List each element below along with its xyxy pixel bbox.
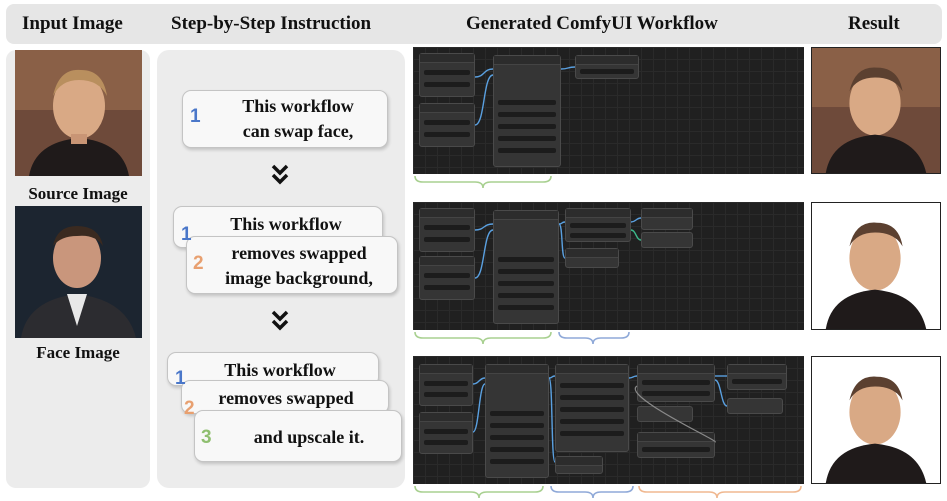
workflow-node [419, 412, 473, 454]
workflow-node [555, 456, 603, 474]
result-image-3 [811, 356, 941, 484]
step1-card [182, 90, 388, 148]
workflow-node [641, 208, 693, 230]
source-image-caption: Source Image [28, 184, 128, 203]
workflow-canvas-1 [413, 47, 804, 174]
step2-card-front [186, 236, 398, 294]
step3-number-1: 1 [175, 368, 186, 389]
workflow-node [727, 398, 783, 414]
header-result: Result [848, 13, 900, 34]
step3-line1: This workflow [224, 360, 336, 380]
brace-green [414, 175, 552, 189]
workflow-node [637, 432, 715, 458]
header-input-image: Input Image [22, 13, 123, 34]
workflow-node [493, 210, 559, 324]
step2-line3: image background, [225, 268, 373, 288]
result-image-2 [811, 202, 941, 330]
step2-number-1: 1 [181, 224, 192, 245]
workflow-canvas-3 [413, 356, 804, 484]
result-image-1 [811, 47, 941, 174]
workflow-node [565, 248, 619, 268]
workflow-node [555, 364, 629, 452]
workflow-node [637, 364, 715, 402]
step2-line1: This workflow [230, 214, 342, 234]
workflow-node [419, 53, 475, 97]
step3-line2: removes swapped [218, 388, 354, 408]
workflow-node [641, 232, 693, 248]
brace-green-blue-orange [414, 485, 802, 499]
step3-number-3: 3 [201, 427, 212, 448]
step2-number-2: 2 [193, 253, 204, 274]
brace-green-blue [414, 331, 630, 345]
header-bar [6, 4, 942, 44]
down-chevron-icon [271, 310, 289, 331]
workflow-node [727, 364, 787, 390]
workflow-canvas-2 [413, 202, 804, 330]
workflow-node [419, 256, 475, 300]
step3-card-front [194, 410, 402, 462]
workflow-node [493, 55, 561, 167]
header-workflow: Generated ComfyUI Workflow [466, 13, 718, 34]
step1-line1: This workflow [242, 96, 354, 116]
workflow-node [419, 103, 475, 147]
down-chevron-icon [271, 164, 289, 185]
step3-number-2: 2 [184, 398, 195, 419]
workflow-node [565, 208, 631, 242]
workflow-node [419, 208, 475, 252]
step1-number: 1 [190, 106, 201, 127]
step2-line2: removes swapped [231, 243, 367, 263]
step1-line2: can swap face, [242, 121, 354, 141]
workflow-node [419, 364, 473, 406]
face-image [15, 206, 142, 338]
workflow-node [575, 55, 639, 79]
workflow-node [485, 364, 549, 478]
header-instruction: Step-by-Step Instruction [171, 13, 372, 34]
source-image [15, 50, 142, 176]
step3-card-mid [181, 380, 389, 414]
face-image-caption: Face Image [36, 343, 120, 362]
step3-line3: and upscale it. [253, 427, 365, 447]
